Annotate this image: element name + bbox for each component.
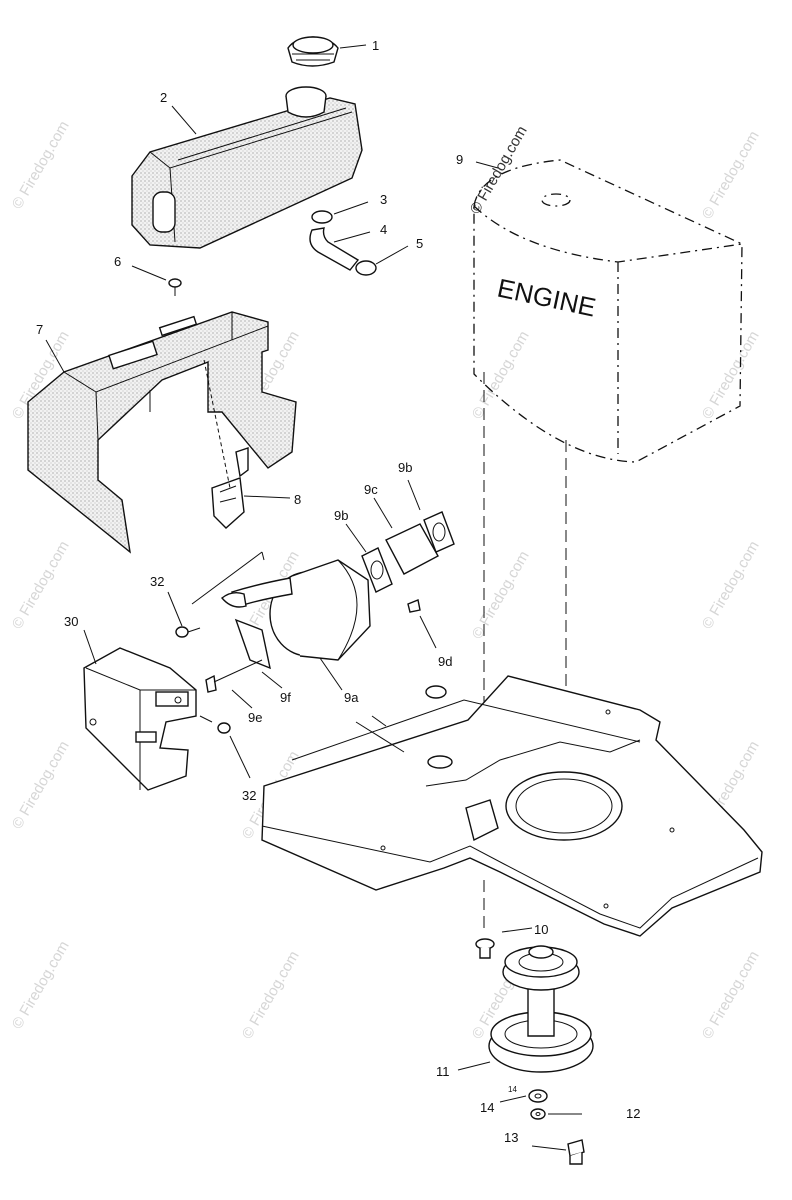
bolt-13 [567,1139,585,1165]
watermark: © Firedog.com [9,118,73,212]
callout-14-small: 14 [508,1085,517,1094]
callout-9f: 9f [280,690,291,705]
callout-labels: 1 2 3 4 5 6 7 8 9 9b 9c 9b 9d 9a 9f 9e 3… [36,38,640,1145]
washer-14 [528,1089,548,1103]
hose-clamp-upper [311,210,333,224]
fuel-hose-assembly [309,210,377,276]
callout-9c: 9c [364,482,378,497]
washer-12 [530,1108,546,1120]
bolt-10 [475,938,495,959]
fuel-cap [287,36,339,67]
dash-panel [27,311,297,554]
watermark: © Firedog.com [469,328,533,422]
engine-label: ENGINE [495,273,599,323]
bolt-32-lower [199,715,231,734]
callout-9b-top: 9b [398,460,412,475]
callout-13: 13 [504,1130,518,1145]
leader-lines [45,44,582,1151]
callout-1: 1 [372,38,379,53]
gasket-9b-right [423,511,455,553]
watermark: © Firedog.com [699,128,763,222]
watermark: © Firedog.com [239,948,303,1042]
callout-6: 6 [114,254,121,269]
callout-8: 8 [294,492,301,507]
callout-2: 2 [160,90,167,105]
watermark: © Firedog.com [469,548,533,642]
callout-30: 30 [64,614,78,629]
callout-7: 7 [36,322,43,337]
callout-32-bottom: 32 [242,788,256,803]
fuel-tank [131,86,363,249]
muffler [191,551,371,661]
callout-9b-left: 9b [334,508,348,523]
callout-9a: 9a [344,690,359,705]
hose-clamp-lower [355,260,377,276]
exhaust-tube-9c [385,523,439,575]
frame-plate [261,675,763,937]
callout-9: 9 [456,152,463,167]
callout-11: 11 [436,1064,450,1079]
bolt-9d [407,599,421,613]
callout-5: 5 [416,236,423,251]
watermark-dark: © Firedog.com [467,123,531,217]
screw-6 [168,278,182,296]
throttle-control [203,359,249,529]
bolt-32-upper [175,626,201,638]
exhaust-gaskets [361,511,455,613]
fuel-hose [309,227,360,271]
callout-10: 10 [534,922,548,937]
engine-pulley [488,945,594,1073]
callout-9e: 9e [248,710,262,725]
gasket-9b-left [361,547,393,593]
watermark: © Firedog.com [699,538,763,632]
callout-3: 3 [380,192,387,207]
bolt-9e [205,674,217,693]
watermark: © Firedog.com [9,938,73,1032]
watermark: © Firedog.com [699,948,763,1042]
callout-32-top: 32 [150,574,164,589]
heat-shield [83,647,197,791]
callout-12: 12 [626,1106,640,1121]
watermark: © Firedog.com [699,328,763,422]
callout-9d: 9d [438,654,452,669]
callout-4: 4 [380,222,387,237]
watermark: © Firedog.com [9,738,73,832]
muffler-bracket [205,618,271,693]
callout-14: 14 [480,1100,494,1115]
